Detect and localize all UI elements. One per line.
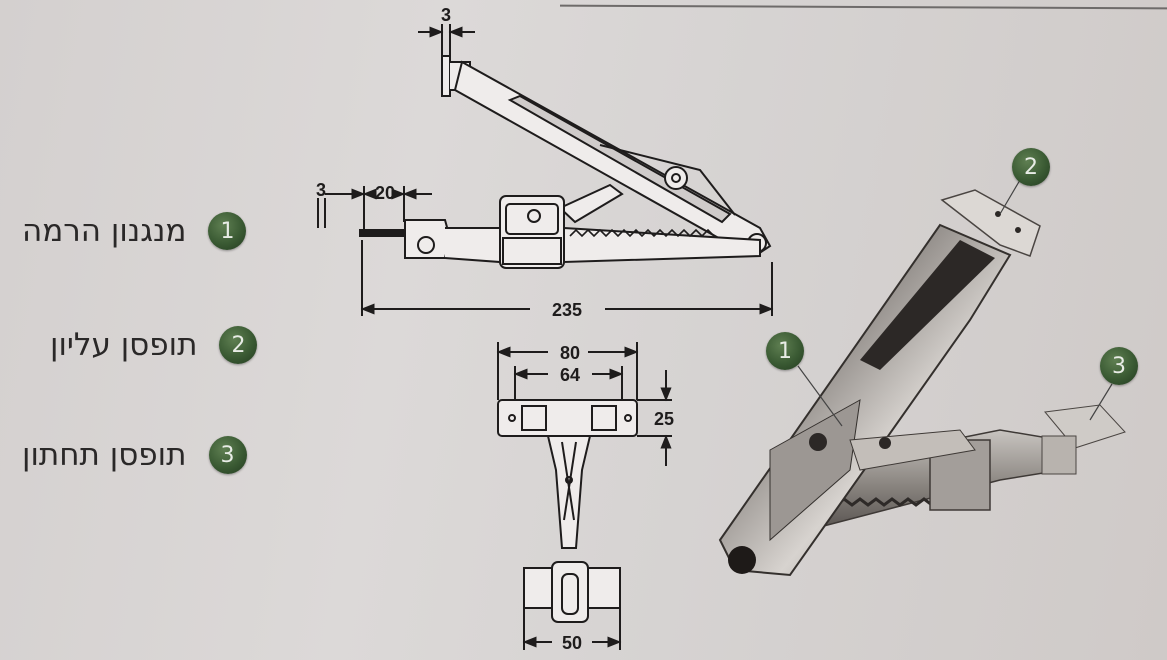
dim-top-offset: 3 <box>441 5 451 25</box>
legend-badge-3: 3 <box>208 436 247 474</box>
legend-label-1: מנגנון הרמה <box>22 213 187 249</box>
dim-left-offset: 3 <box>316 180 326 200</box>
legend-label-2: תופסן עליון <box>50 327 198 363</box>
legend-item-1: מנגנון הרמה 1 <box>22 212 247 250</box>
legend-badge-2: 2 <box>219 326 258 364</box>
side-view-drawing <box>317 24 774 316</box>
legend-item-2: תופסן עליון 2 <box>50 326 258 364</box>
photo-callout-2: 2 <box>1012 148 1050 186</box>
front-view-drawing <box>496 342 672 650</box>
dim-total-length: 235 <box>552 300 582 320</box>
mechanism-photo <box>718 189 1126 577</box>
callout-leaders <box>797 179 1113 427</box>
dim-plate-width: 80 <box>560 343 580 363</box>
dim-plate-height: 25 <box>654 409 674 429</box>
photo-callout-1: 1 <box>766 332 804 370</box>
dim-hole-spacing: 64 <box>560 365 580 385</box>
dim-hole-distance: 20 <box>375 183 395 203</box>
dim-base-width: 50 <box>562 633 582 653</box>
photo-callout-3: 3 <box>1100 347 1138 385</box>
legend-item-3: תופסן תחתון 3 <box>22 436 247 474</box>
legend-badge-1: 1 <box>208 212 247 250</box>
legend-label-3: תופסן תחתון <box>22 437 187 473</box>
